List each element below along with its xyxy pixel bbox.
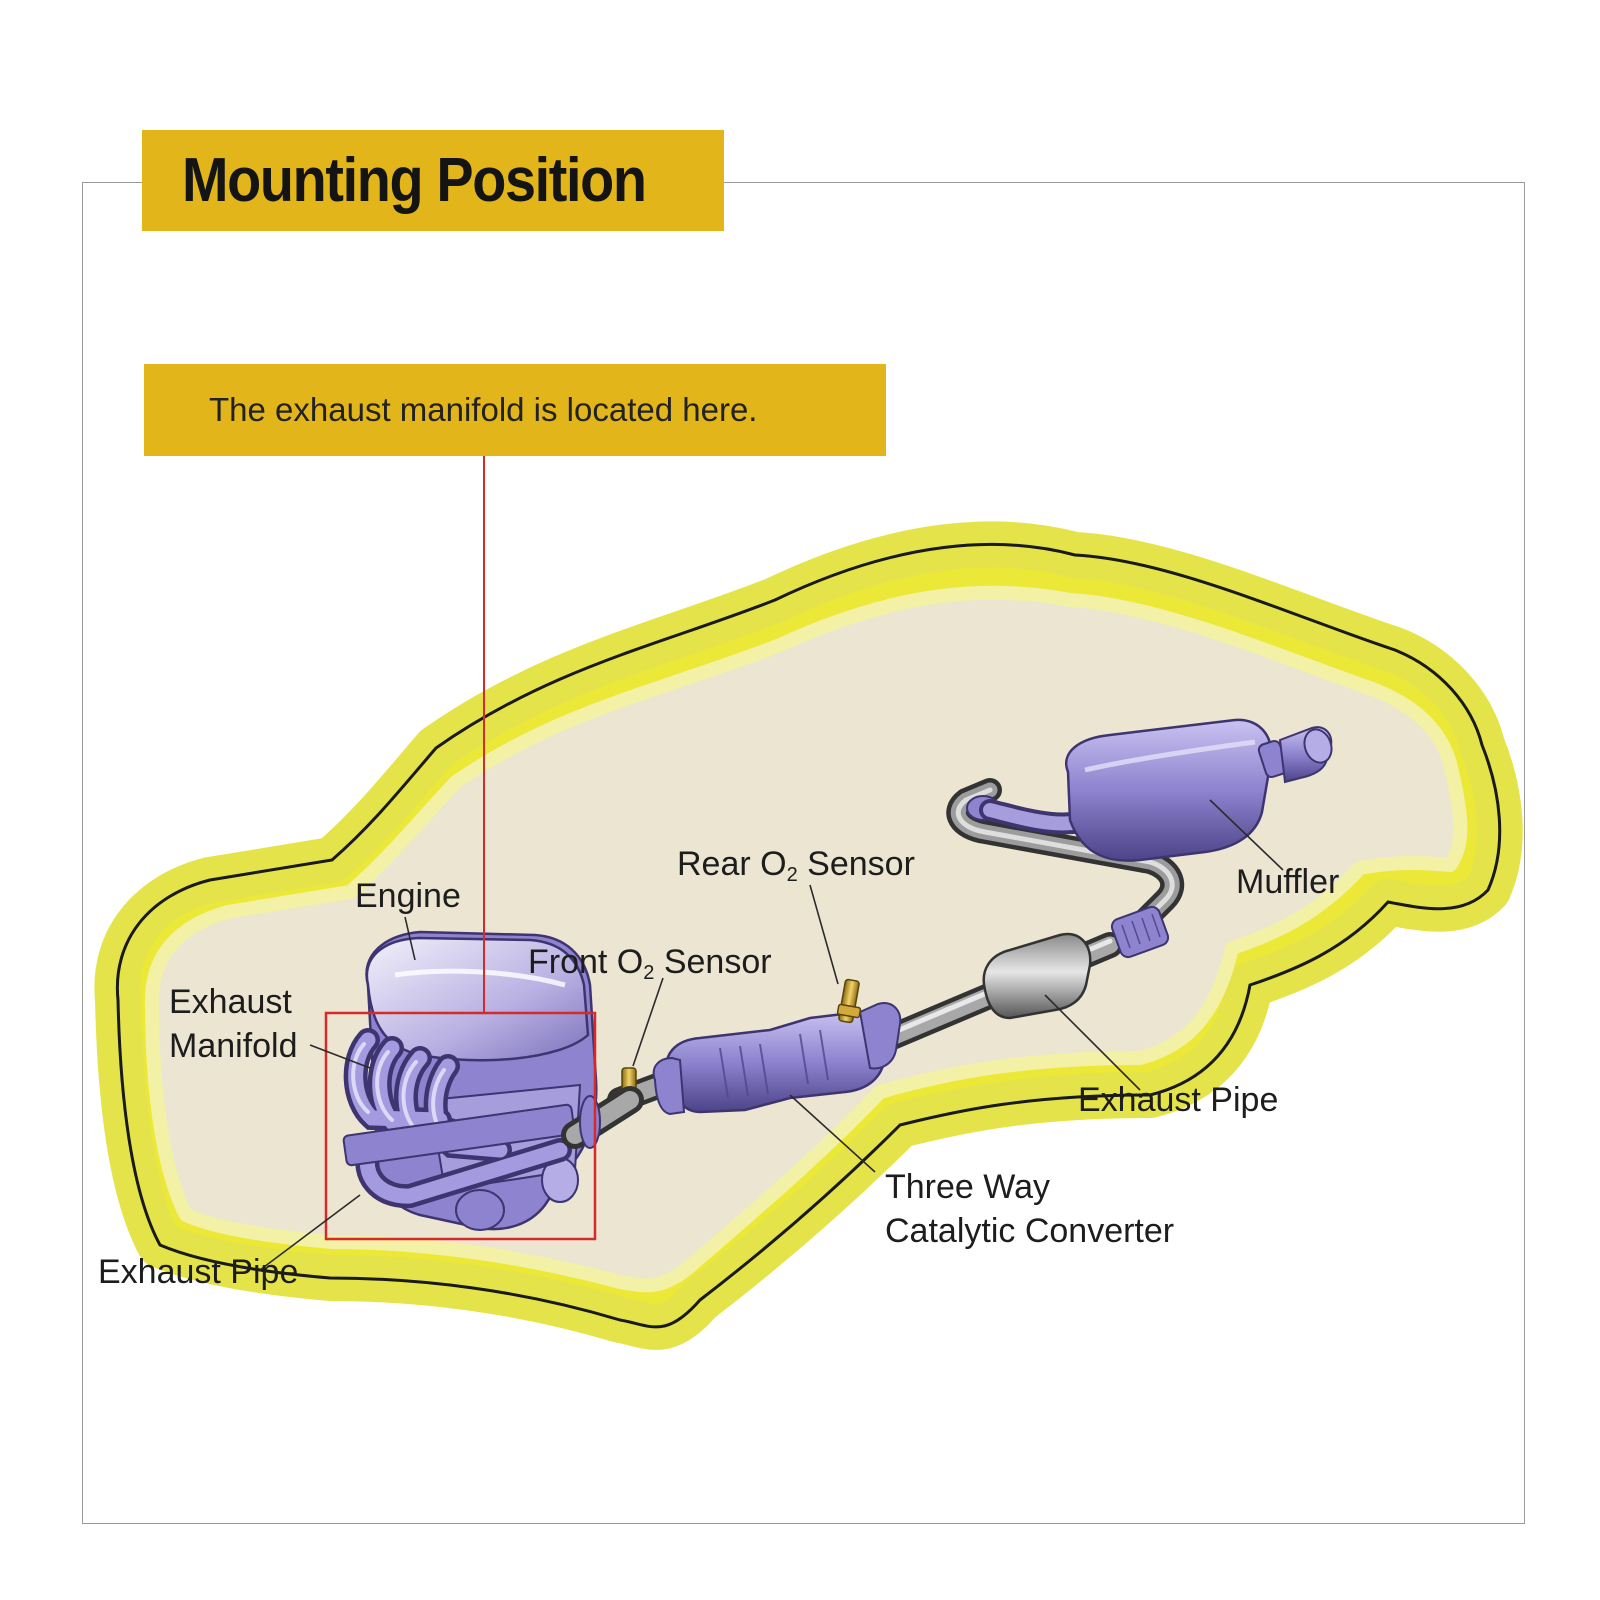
car-silhouette <box>94 521 1523 1350</box>
label-catalytic-line2: Catalytic Converter <box>885 1212 1175 1251</box>
mid-exhaust-pipe <box>872 905 1170 1053</box>
leader-lines <box>259 799 1284 1271</box>
label-front-o2-pre: Front O <box>528 943 644 981</box>
catalytic-converter-part <box>607 1002 902 1116</box>
label-engine: Engine <box>355 877 461 915</box>
label-catalytic-line1: Three Way <box>885 1168 1051 1206</box>
label-catalytic-converter: Three Way Catalytic Converter <box>885 1165 1174 1253</box>
label-rear-o2-post: Sensor <box>797 845 915 883</box>
label-exhaust-manifold-line2: Manifold <box>169 1027 298 1066</box>
label-front-o2-sub: 2 <box>643 962 655 984</box>
label-exhaust-pipe-front: Exhaust Pipe <box>98 1253 299 1291</box>
label-rear-o2-sensor: Rear O2 Sensor <box>677 842 915 888</box>
manifold-highlight-box <box>324 1011 597 1241</box>
rear-exhaust-pipe <box>946 778 1185 932</box>
callout-text: The exhaust manifold is located here. <box>209 391 758 428</box>
label-rear-o2-pre: Rear O <box>677 845 787 883</box>
callout-banner: The exhaust manifold is located here. <box>144 364 886 456</box>
label-exhaust-pipe-rear: Exhaust Pipe <box>1078 1081 1279 1119</box>
label-front-o2-post: Sensor <box>654 943 772 981</box>
label-exhaust-manifold: Exhaust Manifold <box>169 980 298 1068</box>
muffler-part <box>1065 718 1333 862</box>
label-exhaust-manifold-line1: Exhaust <box>169 983 292 1021</box>
label-muffler: Muffler <box>1236 863 1340 901</box>
rear-o2-sensor-part <box>836 978 862 1024</box>
title-banner: Mounting Position <box>142 130 724 231</box>
page-title: Mounting Position <box>182 146 647 215</box>
diagram-frame <box>82 182 1525 1524</box>
label-front-o2-sensor: Front O2 Sensor <box>528 940 772 986</box>
exhaust-manifold-part <box>342 1028 576 1209</box>
label-rear-o2-sub: 2 <box>786 864 798 886</box>
